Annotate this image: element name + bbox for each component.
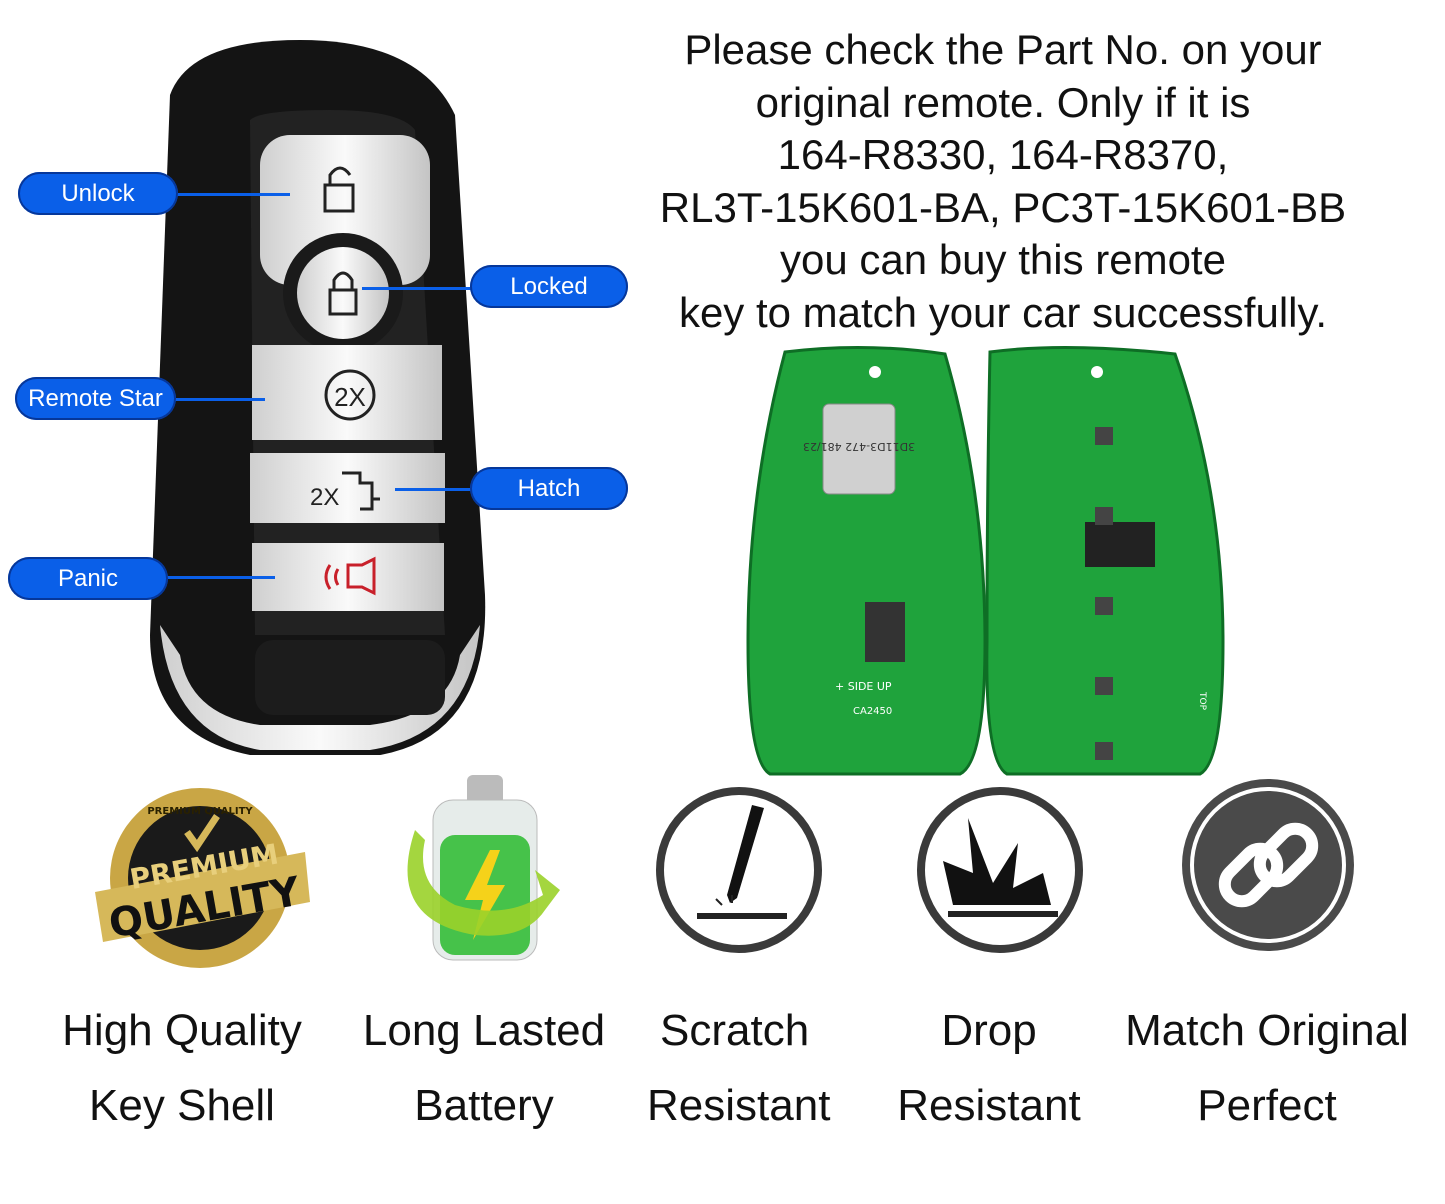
svg-text:PREMIUM QUALITY: PREMIUM QUALITY (147, 806, 253, 817)
hatch-callout: Hatch (470, 467, 628, 510)
scratch-icon (656, 787, 822, 953)
panic-leader-line (160, 576, 275, 579)
remote-start-icon: 2X (324, 369, 376, 421)
note-line: you can buy this remote (780, 236, 1226, 283)
note-line: RL3T-15K601-BA, PC3T-15K601-BB (659, 183, 1347, 231)
caption-line: Perfect (1197, 1081, 1337, 1130)
lock-padlock-icon (328, 271, 358, 316)
note-line: 164-R8330, 164-R8370, (777, 131, 1229, 178)
caption-line: Key Shell (89, 1081, 275, 1130)
svg-text:2X: 2X (310, 484, 339, 511)
battery-icon (407, 775, 560, 961)
caption-line: Scratch (660, 1006, 810, 1055)
lock-button (297, 247, 389, 339)
drop-impact-icon (917, 787, 1083, 953)
remote-start-callout: Remote Star (15, 377, 176, 420)
unlock-leader-line (170, 193, 290, 196)
caption-line: Drop (941, 1006, 1037, 1055)
caption-line: High Quality (62, 1006, 302, 1055)
feature-caption-scratch: Scratch Resistant (596, 993, 896, 1143)
compatibility-note: Please check the Part No. on your origin… (630, 24, 1376, 339)
feature-caption-match: Match Original Perfect (1117, 993, 1417, 1143)
chain-link-icon (1182, 779, 1354, 951)
svg-text:3D11D3-472 481/23: 3D11D3-472 481/23 (803, 440, 915, 453)
note-line: original remote. Only if it is (755, 78, 1251, 126)
remote-start-leader-line (170, 398, 265, 401)
feature-caption-battery: Long Lasted Battery (344, 993, 624, 1143)
premium-quality-badge-icon: PREMIUM QUALITY PREMIUM QUALITY (95, 788, 310, 968)
caption-line: Long Lasted (362, 1006, 606, 1055)
panic-callout: Panic (8, 557, 168, 600)
hatch-leader-line (395, 488, 475, 491)
svg-text:2X: 2X (334, 382, 366, 412)
svg-text:TOP: TOP (1197, 691, 1207, 711)
note-line: key to match your car successfully. (678, 288, 1328, 336)
unlock-padlock-icon (323, 166, 355, 213)
pcb-front (746, 345, 987, 776)
note-line: Please check the Part No. on your (684, 26, 1322, 73)
caption-line: Resistant (647, 1081, 831, 1130)
caption-line: Battery (414, 1081, 554, 1130)
svg-text:CA2450: CA2450 (853, 706, 892, 717)
ic-chip (1085, 522, 1155, 567)
feature-caption-high-quality: High Quality Key Shell (42, 993, 322, 1143)
hatch-icon: 2X (310, 471, 380, 511)
remote-start-button (252, 345, 442, 440)
locked-leader-line (362, 287, 477, 290)
circuit-board-image: 3D11D3-472 481/23 + SIDE UP CA2450 TOP (746, 345, 1225, 776)
locked-callout: Locked (470, 265, 628, 308)
panic-horn-icon (324, 556, 376, 596)
feature-caption-drop: Drop Resistant (849, 993, 1129, 1143)
caption-line: Resistant (897, 1081, 1081, 1130)
rf-chip (822, 403, 896, 495)
caption-line: Match Original (1125, 1006, 1409, 1055)
unlock-callout: Unlock (18, 172, 178, 215)
svg-text:+ SIDE UP: + SIDE UP (835, 680, 892, 693)
